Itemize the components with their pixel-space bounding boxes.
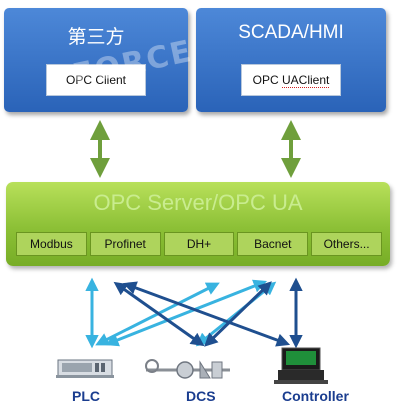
controller-label: Controller (282, 388, 349, 404)
third-party-client-box: 第三方 OPC Client (4, 8, 188, 112)
plc-label: PLC (72, 388, 100, 404)
protocol-bacnet: Bacnet (237, 232, 309, 256)
opc-prefix: OPC (252, 73, 282, 87)
third-party-title: 第三方 (67, 27, 125, 48)
controller-icon (274, 347, 328, 384)
dcs-label: DCS (186, 388, 216, 404)
protocol-others: Others... (311, 232, 382, 256)
opc-client-label: OPC Client (46, 64, 146, 96)
opc-server-box: OPC Server/OPC UA Modbus Profinet DH+ Ba… (6, 182, 390, 266)
protocol-dh-plus: DH+ (163, 232, 235, 256)
opc-ua-client-label: OPC UAClient (241, 64, 341, 96)
protocol-modbus: Modbus (16, 232, 87, 256)
protocol-row: Modbus Profinet DH+ Bacnet Others... (16, 232, 382, 256)
scada-hmi-title: SCADA/HMI (238, 22, 344, 43)
opc-server-title: OPC Server/OPC UA (93, 190, 303, 215)
plc-icon (56, 359, 114, 378)
ua-client-text: UAClient (281, 73, 330, 88)
scada-hmi-box: SCADA/HMI OPC UAClient (196, 8, 386, 112)
protocol-profinet: Profinet (89, 232, 161, 256)
controller-cross-link-arrow-2 (204, 281, 272, 347)
dcs-icon (145, 359, 230, 379)
